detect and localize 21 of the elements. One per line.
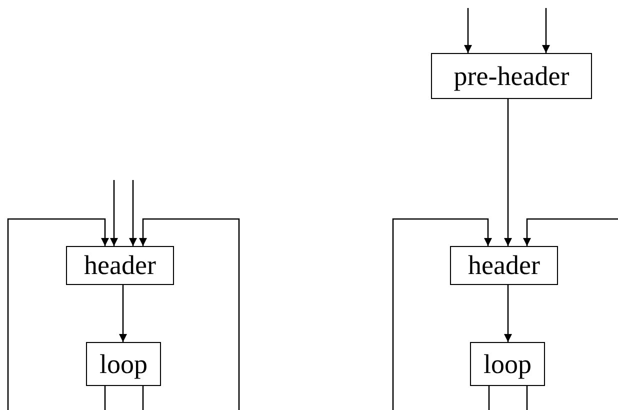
arrow bbox=[504, 99, 512, 246]
arrow bbox=[504, 285, 512, 342]
arrow bbox=[129, 180, 137, 246]
process-box bbox=[450, 246, 558, 285]
arrow bbox=[523, 218, 618, 246]
box-label: loop bbox=[99, 350, 148, 378]
arrow bbox=[464, 8, 472, 53]
arrow bbox=[7, 218, 109, 410]
process-box bbox=[86, 342, 161, 386]
box-label: loop bbox=[483, 350, 532, 378]
box-label: pre-header bbox=[454, 62, 570, 90]
process-box bbox=[431, 53, 592, 99]
arrow bbox=[392, 218, 492, 410]
arrow bbox=[542, 8, 550, 53]
arrow bbox=[119, 285, 127, 342]
box-label: header bbox=[468, 252, 540, 279]
process-box bbox=[470, 342, 545, 386]
process-box bbox=[66, 246, 174, 285]
box-label: header bbox=[84, 252, 156, 279]
arrow bbox=[110, 180, 118, 246]
arrow bbox=[139, 218, 240, 410]
